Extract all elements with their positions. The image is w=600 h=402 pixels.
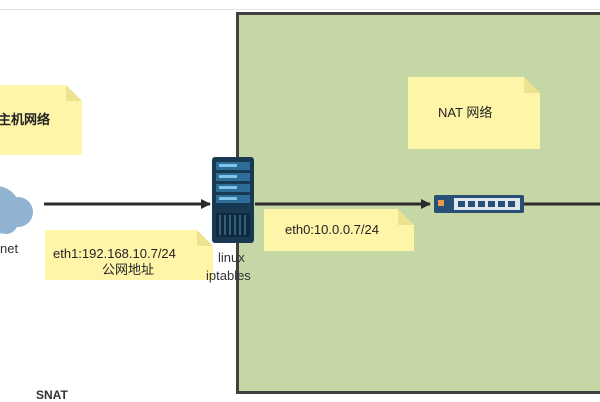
cloud-icon: [0, 186, 33, 234]
eth1-public-label: 公网地址: [102, 262, 155, 277]
top-divider: [0, 9, 600, 10]
host-network-note: 主机网络: [0, 85, 82, 155]
internet-label: net: [0, 241, 19, 256]
eth1-note: eth1:192.168.10.7/24 公网地址: [45, 230, 213, 280]
eth0-note: eth0:10.0.0.7/24: [264, 209, 414, 251]
server-icon: [212, 157, 254, 243]
host-network-title: 主机网络: [0, 112, 51, 127]
snat-label: SNAT: [36, 388, 68, 402]
eth1-address: eth1:192.168.10.7/24: [53, 246, 176, 261]
switch-icon: [434, 195, 524, 213]
nat-network-note: NAT 网络: [408, 77, 540, 149]
gateway-name-line2: iptables: [206, 268, 251, 283]
eth0-address: eth0:10.0.0.7/24: [285, 222, 379, 237]
nat-network-title: NAT 网络: [438, 105, 493, 120]
gateway-name-line1: linux: [218, 250, 245, 265]
